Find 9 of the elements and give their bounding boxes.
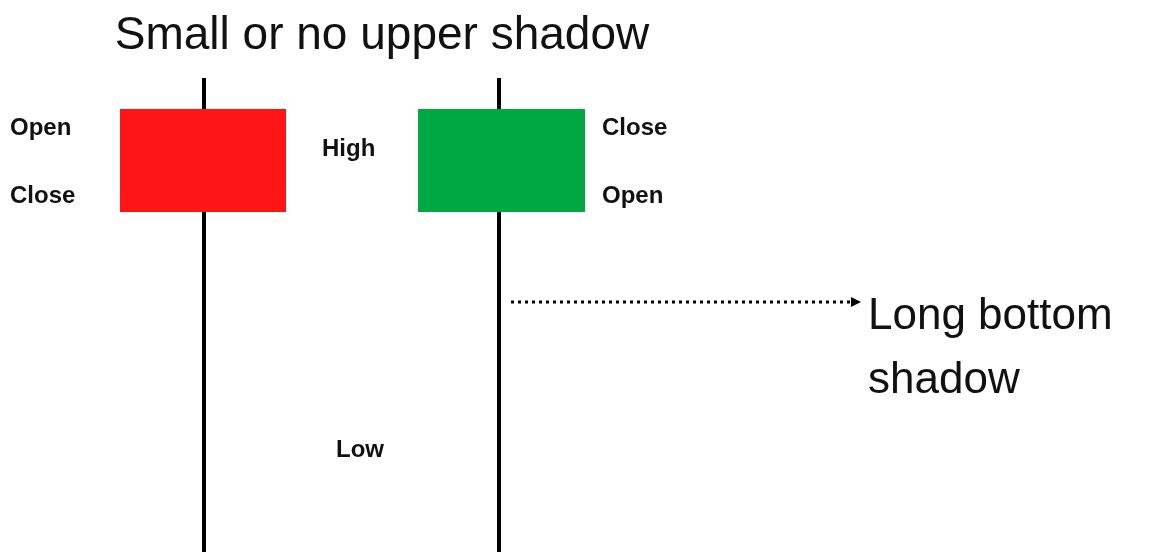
callout-text: Long bottom shadow (868, 282, 1168, 410)
price-label: Open (602, 183, 664, 207)
price-label: High (322, 136, 376, 160)
price-label: Open (10, 115, 72, 139)
price-label: Low (336, 437, 384, 461)
price-label: Close (10, 183, 76, 207)
price-label: Close (602, 115, 668, 139)
leader-line (511, 297, 861, 307)
title: Small or no upper shadow (113, 8, 651, 59)
